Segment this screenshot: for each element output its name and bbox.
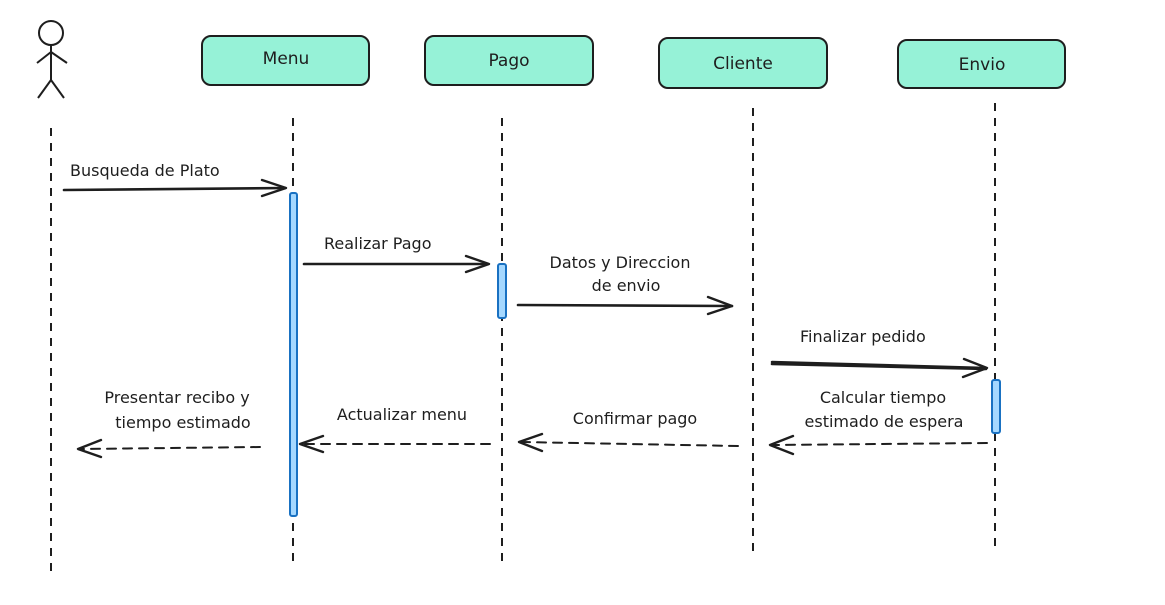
- message-calcular: Calcular tiempo estimado de espera: [768, 388, 988, 456]
- message-label-line-1: Presentar recibo y: [104, 388, 249, 407]
- arrow-line-double: [770, 362, 988, 371]
- participant-label-menu: Menu: [263, 49, 310, 69]
- arrowhead: [298, 434, 325, 454]
- participant-envio: Envio: [897, 39, 1066, 89]
- arrowhead: [517, 432, 544, 453]
- participant-menu: Menu: [201, 35, 370, 86]
- arrow-line: [520, 441, 739, 447]
- arrow-line: [516, 303, 734, 308]
- message-label: Realizar Pago: [324, 234, 431, 253]
- message-confirmar: Confirmar pago: [517, 409, 739, 453]
- message-label-line-2: de envio: [592, 276, 661, 295]
- arrowhead: [260, 178, 288, 198]
- participant-label-cliente: Cliente: [713, 54, 773, 74]
- message-label: Finalizar pedido: [800, 327, 926, 346]
- message-label-line-1: Calcular tiempo: [820, 388, 946, 407]
- message-label-line-2: estimado de espera: [805, 412, 964, 431]
- participant-label-envio: Envio: [959, 55, 1006, 75]
- participant-pago: Pago: [424, 35, 594, 86]
- arrow-line: [62, 186, 287, 192]
- message-label: Busqueda de Plato: [70, 161, 220, 180]
- message-datos: Datos y Direccion de envio: [516, 253, 734, 316]
- message-busqueda: Busqueda de Plato: [62, 161, 288, 198]
- message-label: Actualizar menu: [337, 405, 467, 424]
- message-actualizar: Actualizar menu: [298, 405, 491, 454]
- participant-box: [897, 39, 1066, 89]
- activation-bar-menu: [289, 192, 298, 517]
- arrowhead: [706, 295, 734, 316]
- arrow-line: [772, 442, 988, 446]
- message-label-line-2: tiempo estimado: [115, 413, 250, 432]
- message-label: Confirmar pago: [573, 409, 697, 428]
- participant-box: [201, 35, 370, 86]
- participant-box: [424, 35, 594, 86]
- activation-bar-envio: [991, 379, 1001, 434]
- arrowhead: [464, 254, 491, 274]
- participant-label-pago: Pago: [488, 51, 529, 71]
- participant-box: [658, 37, 828, 89]
- message-realizar-pago: Realizar Pago: [302, 234, 491, 274]
- activation-bar-pago: [497, 263, 507, 319]
- message-label-line-1: Datos y Direccion: [550, 253, 691, 272]
- arrowhead: [961, 357, 989, 379]
- message-presentar: Presentar recibo y tiempo estimado: [76, 388, 261, 459]
- participant-cliente: Cliente: [658, 37, 828, 89]
- arrow-line: [79, 446, 261, 450]
- arrowhead: [76, 438, 103, 459]
- message-finalizar: Finalizar pedido: [770, 327, 989, 379]
- arrowhead: [768, 434, 795, 456]
- actor-stick-figure: [36, 20, 68, 99]
